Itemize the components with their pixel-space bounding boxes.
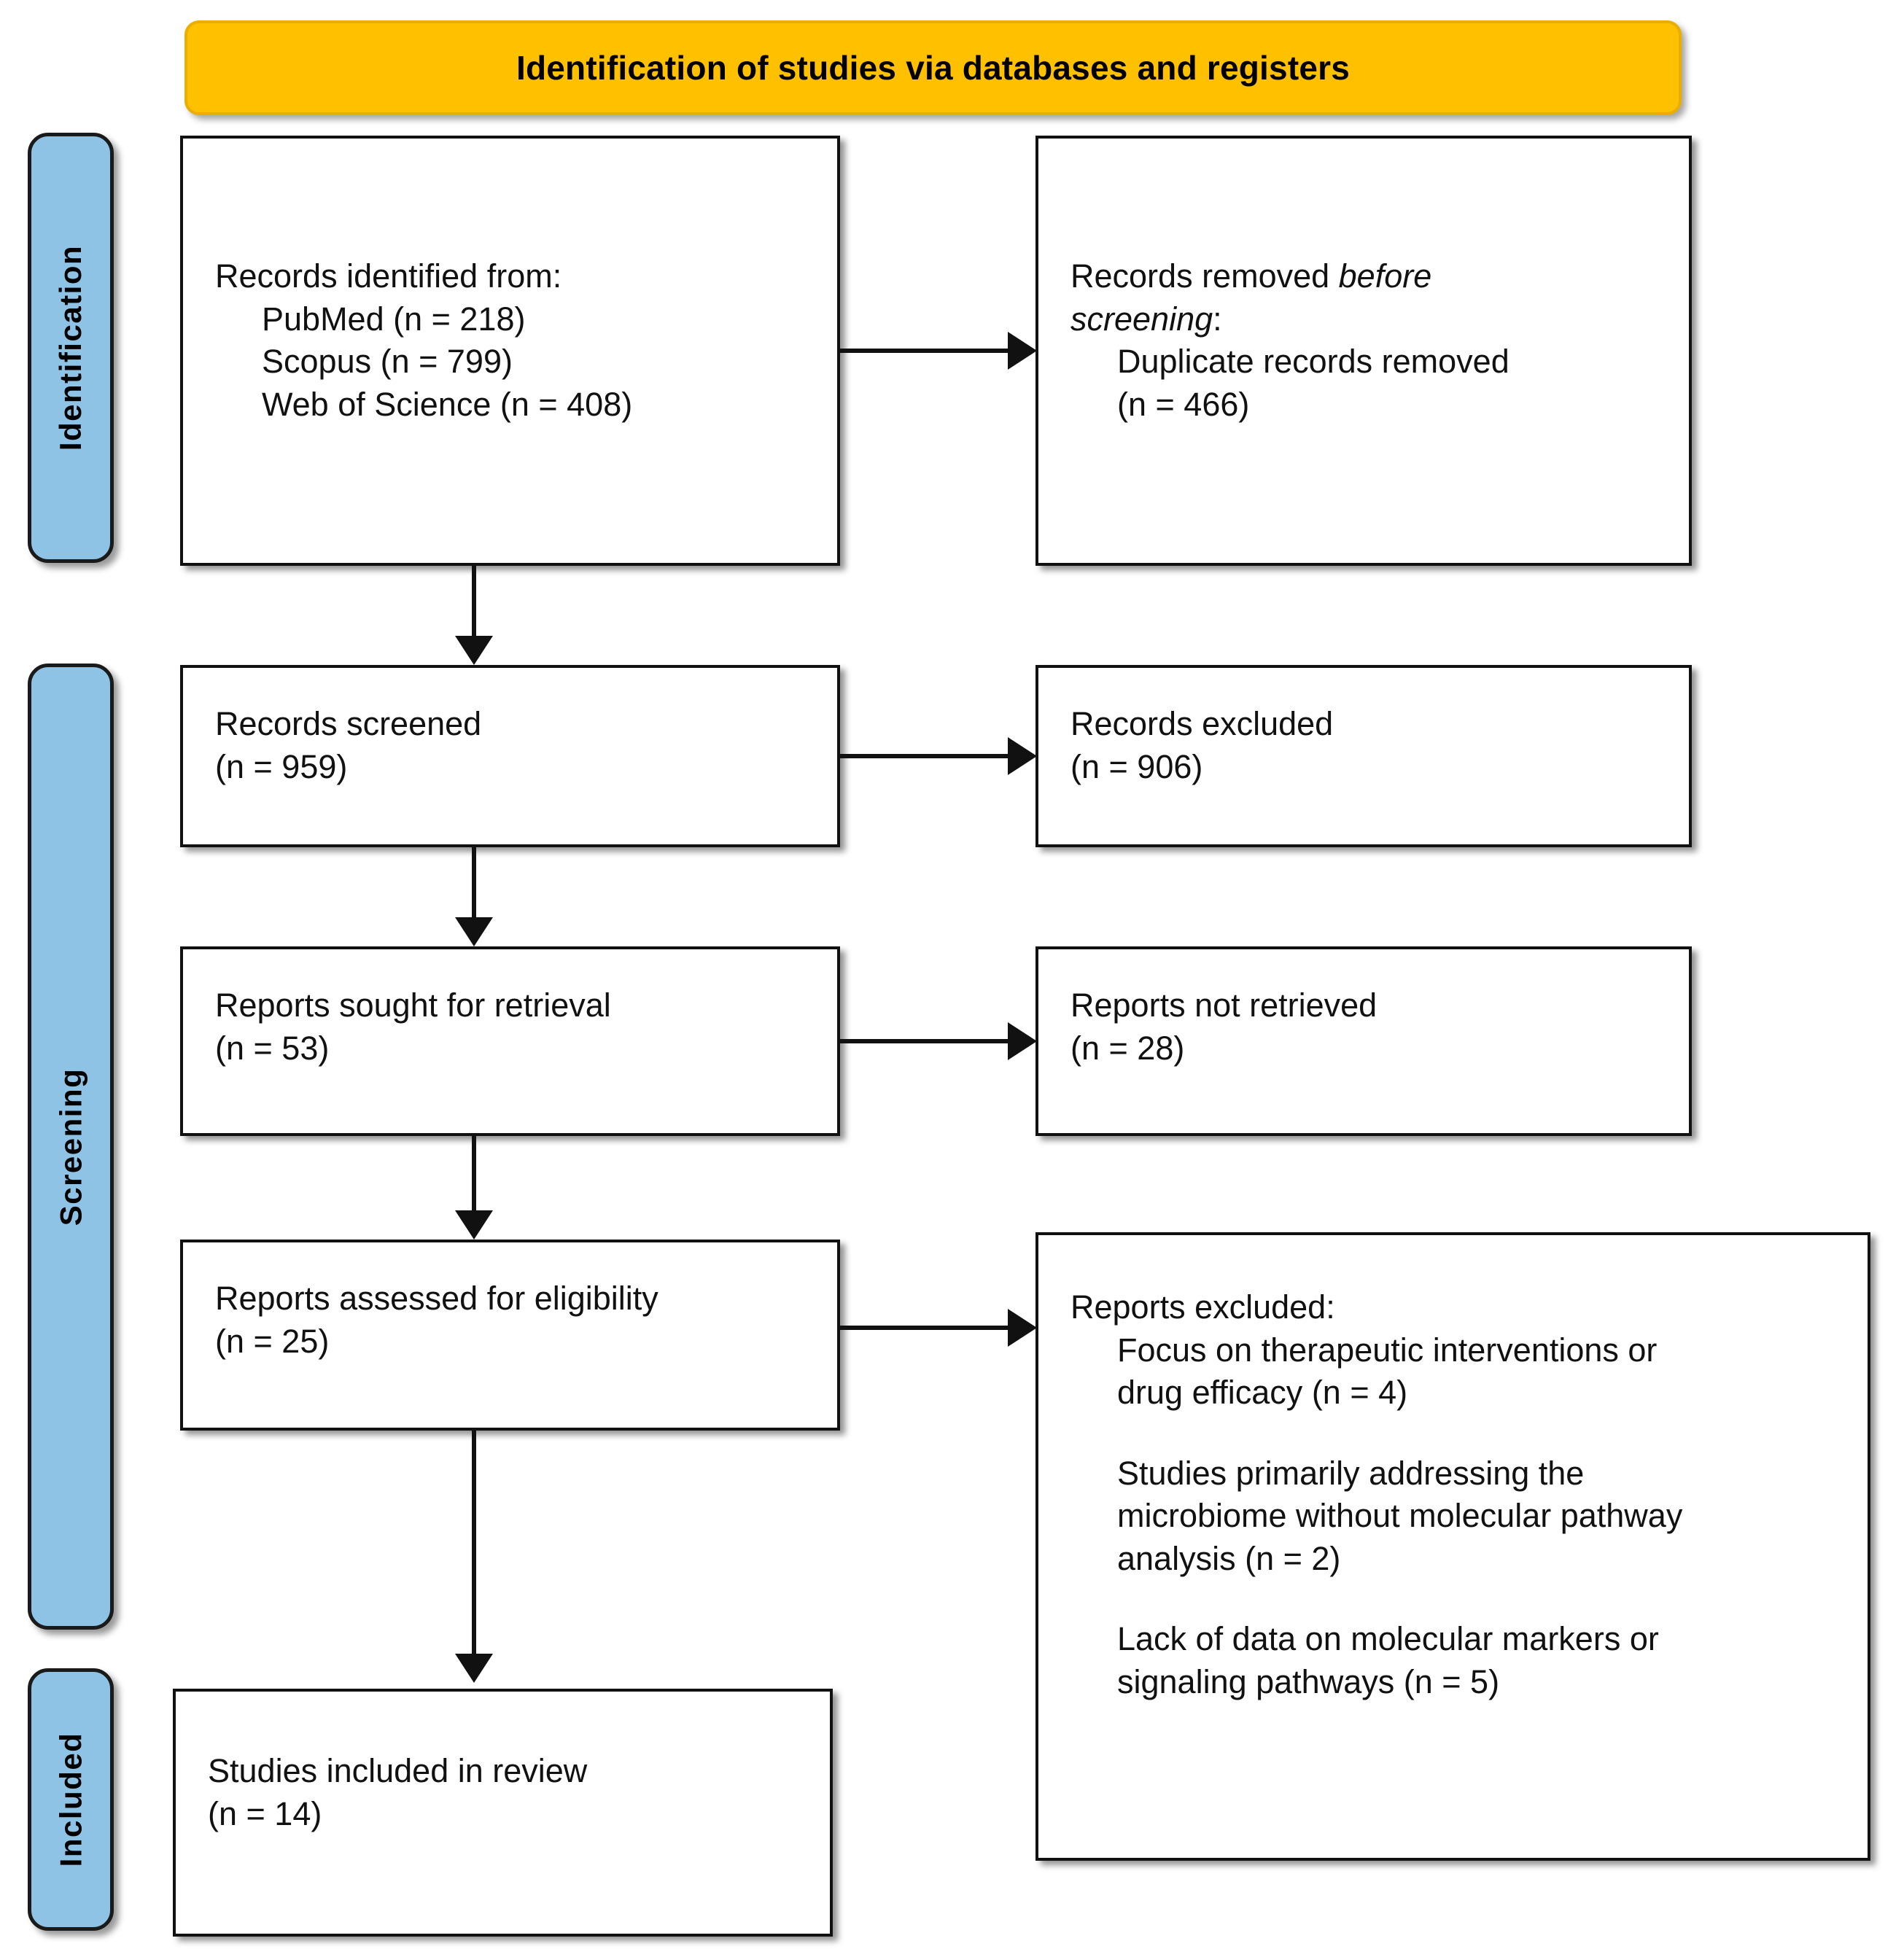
stage-label-included: Included [53,1732,88,1867]
records-removed-line-4: (n = 466) [1117,385,1250,423]
arrow-identified-to-screened-head [455,636,493,665]
box-records-excluded: Records excluded (n = 906) [1035,665,1692,847]
records-removed-colon: : [1213,300,1222,338]
records-screened-line-2: (n = 959) [215,747,348,785]
studies-included-line-1: Studies included in review [208,1752,588,1789]
arrow-screened-to-excluded-head [1008,737,1037,775]
reports-excluded-reason-3-line-2: signaling pathways (n = 5) [1117,1662,1500,1700]
box-records-screened: Records screened (n = 959) [180,665,840,847]
arrow-assessed-to-excluded-line [840,1326,1009,1330]
stage-bar-included: Included [28,1668,114,1931]
records-excluded-line-1: Records excluded [1070,705,1334,742]
stage-label-identification: Identification [53,244,88,451]
stage-bar-identification: Identification [28,133,114,563]
box-reports-assessed: Reports assessed for eligibility (n = 25… [180,1240,840,1431]
reports-excluded-reason-1-line-1: Focus on therapeutic interventions or [1117,1331,1658,1369]
records-removed-line-3: Duplicate records removed [1117,343,1509,380]
reports-excluded-reason-2-line-2: microbiome without molecular pathway [1117,1497,1683,1534]
box-reports-sought: Reports sought for retrieval (n = 53) [180,946,840,1136]
reports-not-retrieved-line-1: Reports not retrieved [1070,987,1378,1024]
records-identified-line-4: Web of Science (n = 408) [262,385,633,423]
box-records-identified: Records identified from: PubMed (n = 218… [180,136,840,566]
records-identified-line-3: Scopus (n = 799) [262,343,513,380]
arrow-sought-to-not-retrieved-head [1008,1022,1037,1060]
arrow-assessed-to-excluded-head [1008,1309,1037,1347]
diagram-title: Identification of studies via databases … [516,48,1351,87]
box-reports-not-retrieved: Reports not retrieved (n = 28) [1035,946,1692,1136]
records-removed-line-1: Records removed before [1070,255,1670,298]
box-reports-excluded-detail: Reports excluded: Focus on therapeutic i… [1035,1232,1870,1861]
arrow-sought-to-assessed-line [472,1136,476,1231]
arrow-sought-to-not-retrieved-line [840,1039,1009,1043]
reports-sought-line-2: (n = 53) [215,1029,330,1067]
reports-excluded-reason-3-line-1: Lack of data on molecular markers or [1117,1620,1659,1657]
reports-assessed-line-1: Reports assessed for eligibility [215,1280,658,1317]
reports-not-retrieved-line-2: (n = 28) [1070,1029,1185,1067]
records-excluded-line-2: (n = 906) [1070,747,1203,785]
records-screened-line-1: Records screened [215,705,482,742]
arrow-screened-to-excluded-line [840,754,1009,758]
stage-bar-screening: Screening [28,664,114,1630]
arrow-screened-to-sought-head [455,917,493,946]
reports-excluded-reason-1-line-2: drug efficacy (n = 4) [1117,1374,1408,1411]
arrow-sought-to-assessed-head [455,1210,493,1240]
reports-excluded-reason-2-line-3: analysis (n = 2) [1117,1539,1341,1577]
arrow-identified-to-screened-line [472,566,476,656]
reports-excluded-heading: Reports excluded: [1070,1288,1335,1326]
reports-excluded-spacer-2 [1070,1580,1849,1618]
reports-sought-line-1: Reports sought for retrieval [215,987,611,1024]
reports-assessed-line-2: (n = 25) [215,1322,330,1360]
studies-included-line-2: (n = 14) [208,1794,322,1832]
records-identified-line-2: PubMed (n = 218) [262,300,526,338]
records-removed-text-italic: before [1338,257,1432,295]
records-removed-text-plain: Records removed [1070,257,1339,295]
arrow-screened-to-sought-line [472,847,476,938]
records-removed-screening-italic: screening [1070,300,1213,338]
box-records-removed: Records removed before screening: Duplic… [1035,136,1692,566]
reports-excluded-spacer-1 [1070,1415,1849,1452]
records-removed-line-2: screening: [1070,298,1670,341]
arrow-assessed-to-included-line [472,1431,476,1676]
arrow-identified-to-removed-line [840,349,1009,353]
reports-excluded-reason-2-line-1: Studies primarily addressing the [1117,1454,1585,1492]
records-identified-line-1: Records identified from: [215,257,562,295]
stage-label-screening: Screening [53,1067,88,1226]
arrow-assessed-to-included-head [455,1654,493,1683]
arrow-identified-to-removed-head [1008,332,1037,370]
box-studies-included: Studies included in review (n = 14) [173,1689,833,1937]
diagram-header-banner: Identification of studies via databases … [184,20,1682,115]
